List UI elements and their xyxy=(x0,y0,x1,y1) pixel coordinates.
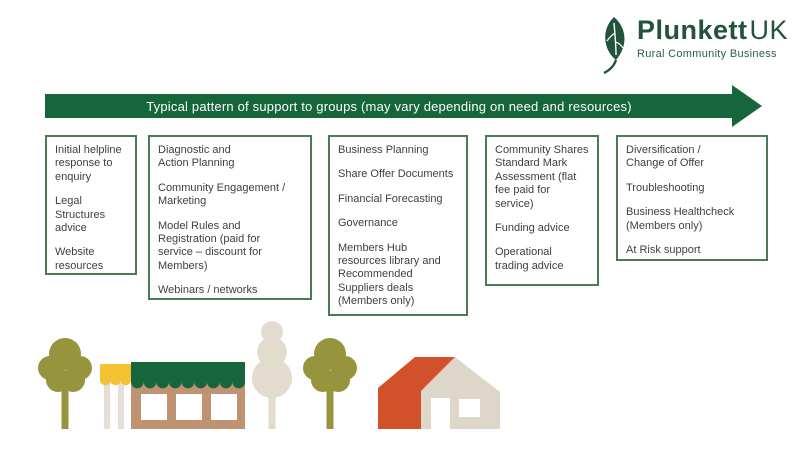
support-item: Troubleshooting xyxy=(626,181,705,194)
support-item: Community Shares Standard Mark Assessmen… xyxy=(495,144,589,210)
banner-body: Typical pattern of support to groups (ma… xyxy=(45,94,733,118)
support-item: At Risk support xyxy=(626,244,701,257)
plunkett-logo: PlunkettUK Rural Community Business xyxy=(596,15,789,74)
support-item: Business Healthcheck (Members only) xyxy=(626,206,735,232)
leaf-icon xyxy=(603,17,625,74)
support-item: Model Rules and Registration (paid for s… xyxy=(158,219,262,272)
brand-light: UK xyxy=(749,15,789,45)
shop-icon xyxy=(100,362,245,429)
support-item: Operational trading advice xyxy=(495,246,564,272)
logo-text: PlunkettUK Rural Community Business xyxy=(637,15,789,60)
support-item: Business Planning xyxy=(338,144,429,156)
support-item: Community Engagement / Marketing xyxy=(158,181,286,208)
poplar-tree-icon xyxy=(252,321,292,429)
support-item: Financial Forecasting xyxy=(338,192,443,205)
brand-bold: Plunkett xyxy=(637,15,748,45)
support-stage-box-4: Community Shares Standard Mark Assessmen… xyxy=(485,135,599,286)
support-item: Legal Structures advice xyxy=(55,195,106,235)
brand-tagline: Rural Community Business xyxy=(637,47,777,60)
support-item: Diagnostic and Action Planning xyxy=(158,144,235,170)
house-door xyxy=(431,398,450,429)
support-pattern-banner: Typical pattern of support to groups (ma… xyxy=(45,85,765,127)
support-item: Governance xyxy=(338,217,398,230)
house-window xyxy=(459,399,480,417)
house-roof xyxy=(378,357,455,429)
shop-windows xyxy=(141,394,237,420)
support-item: Initial helpline response to enquiry xyxy=(55,144,122,183)
tree-icon xyxy=(303,338,357,429)
brand-name: PlunkettUK xyxy=(637,15,789,46)
support-item: Share Offer Documents xyxy=(338,168,454,181)
support-item: Funding advice xyxy=(495,222,570,235)
arrow-head-icon xyxy=(732,85,762,127)
house-icon xyxy=(378,357,500,429)
yellow-awning xyxy=(100,364,131,386)
tree-icon xyxy=(38,338,92,429)
support-item: Members Hub resources library and Recomm… xyxy=(338,241,441,308)
village-illustration xyxy=(38,321,500,429)
support-item: Webinars / networks xyxy=(158,284,258,297)
banner-text: Typical pattern of support to groups (ma… xyxy=(146,98,632,114)
support-item: Website resources xyxy=(55,246,104,272)
green-awning xyxy=(131,362,245,389)
support-item: Diversification / Change of Offer xyxy=(626,144,705,170)
